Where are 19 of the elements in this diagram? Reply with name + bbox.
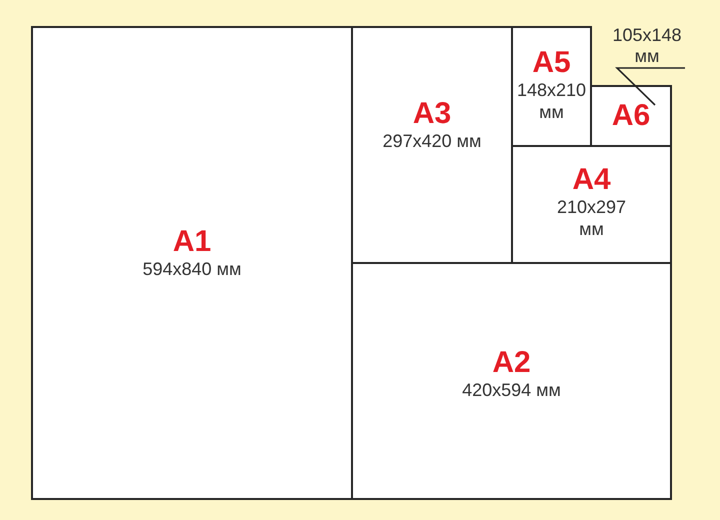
format-label: A4 bbox=[572, 164, 611, 196]
format-label: A2 bbox=[492, 347, 531, 379]
format-label: A3 bbox=[412, 98, 452, 130]
paper-sheet bbox=[511, 145, 672, 264]
dimensions-label: 297x420 мм bbox=[382, 130, 482, 152]
paper-sheet bbox=[511, 26, 592, 147]
format-label: A5 bbox=[532, 46, 571, 78]
format-label: A6 bbox=[612, 100, 650, 132]
dimensions-label: 420x594 мм bbox=[462, 379, 561, 401]
paper-sheet bbox=[351, 26, 513, 264]
dimensions-label: 210x297 мм bbox=[556, 196, 628, 240]
paper-sheet bbox=[590, 85, 672, 147]
dimensions-label: 105x148 мм bbox=[601, 25, 693, 67]
dimensions-label: 148x210 мм bbox=[516, 78, 588, 122]
format-label: A1 bbox=[172, 226, 212, 258]
paper-sheet bbox=[31, 26, 353, 500]
leader-line bbox=[615, 67, 685, 106]
paper-sheet bbox=[351, 262, 672, 500]
dimensions-label: 594x840 мм bbox=[142, 258, 242, 280]
